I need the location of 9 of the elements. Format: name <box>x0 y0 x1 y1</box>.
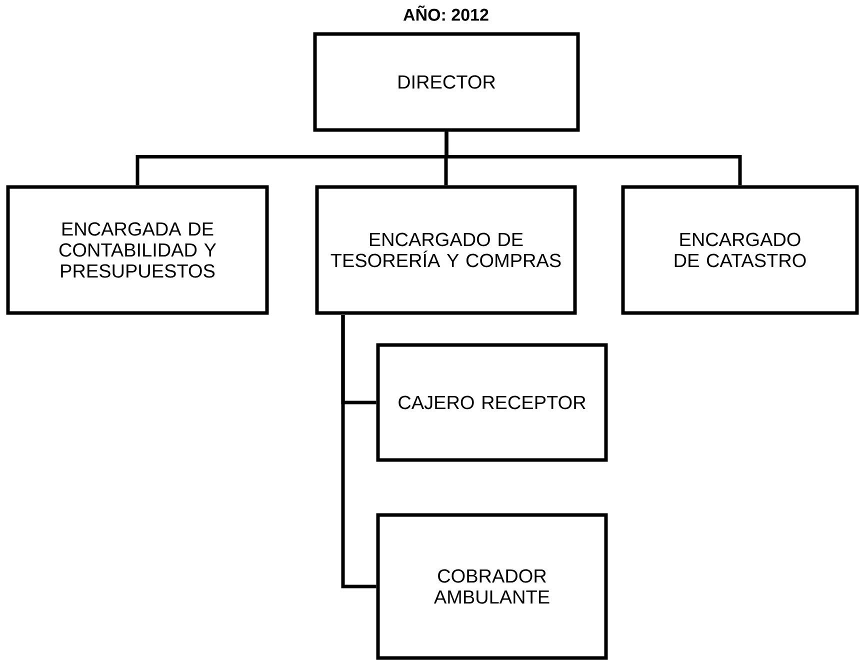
role-box: ENCARGADO DE CATASTRO <box>621 185 859 315</box>
role-box: CAJERO RECEPTOR <box>376 343 608 462</box>
connector-line <box>341 315 376 588</box>
chart-title: AÑO: 2012 <box>403 6 488 21</box>
role-box: ENCARGADA DE CONTABILIDAD Y PRESUPUESTOS <box>6 185 269 315</box>
role-box: ENCARGADO DE TESORERÍA Y COMPRAS <box>315 185 577 315</box>
role-box: COBRADOR AMBULANTE <box>376 513 608 660</box>
role-box: DIRECTOR <box>313 32 580 132</box>
connector-line <box>444 132 742 186</box>
